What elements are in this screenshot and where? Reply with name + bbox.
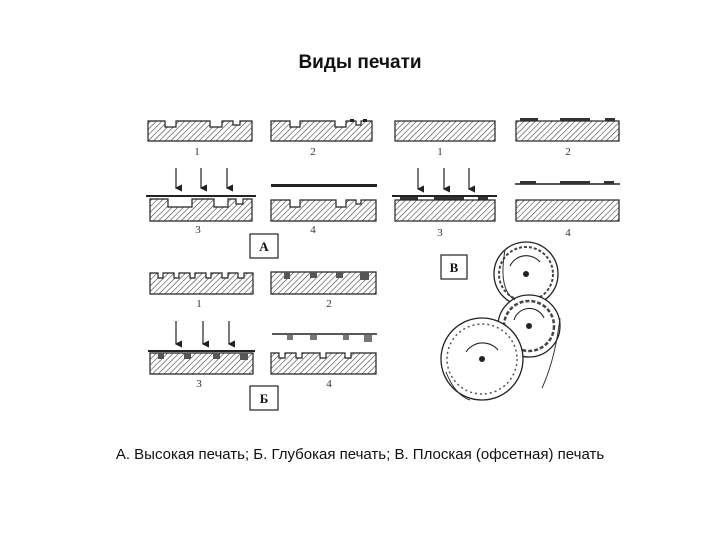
step-number: 3 bbox=[437, 227, 443, 239]
offset-press-diagram bbox=[440, 241, 561, 401]
panel-b-label-box bbox=[249, 385, 279, 411]
a1-relief-plate bbox=[147, 120, 253, 142]
v2-ink-layer bbox=[520, 118, 538, 121]
b4-ink-print bbox=[310, 335, 317, 340]
b2-ink-cell bbox=[284, 272, 290, 279]
panel-b: 1 2 3 4 Б bbox=[148, 271, 377, 411]
slide-title: Виды печати bbox=[298, 52, 422, 73]
a4-printed-sheet bbox=[271, 184, 377, 187]
v1-flat-plate bbox=[394, 120, 496, 142]
v4-ink-print bbox=[560, 181, 590, 184]
b4-intaglio-plate bbox=[270, 352, 377, 375]
figure-caption: А. Высокая печать; Б. Глубокая печать; В… bbox=[115, 446, 605, 463]
paper-path bbox=[445, 371, 471, 401]
b3-ink-cell bbox=[213, 353, 220, 359]
a2-ink-dot bbox=[350, 119, 354, 122]
v3-ink-layer bbox=[434, 197, 464, 200]
paper-path bbox=[541, 317, 561, 389]
v3-flat-plate bbox=[394, 199, 496, 222]
a4-relief-plate bbox=[270, 199, 377, 222]
b4-ink-print bbox=[287, 335, 293, 340]
panel-b-label: Б bbox=[260, 391, 269, 406]
b4-ink-print bbox=[343, 335, 349, 340]
v3-ink-layer bbox=[478, 197, 488, 200]
step-number: 2 bbox=[310, 146, 316, 158]
b3-ink-cell bbox=[158, 353, 164, 359]
v4-ink-print bbox=[520, 181, 536, 184]
v2-ink-layer bbox=[605, 118, 615, 121]
impression-cylinder-packing bbox=[446, 323, 518, 395]
panel-v: 1 2 3 4 В bbox=[392, 118, 620, 401]
v2-flat-plate bbox=[515, 120, 620, 142]
plate-cylinder-hub bbox=[523, 271, 529, 277]
a2-relief-plate bbox=[270, 120, 373, 142]
v4-flat-plate bbox=[515, 199, 620, 222]
b2-ink-cell bbox=[310, 272, 317, 278]
rotation-arrow bbox=[509, 255, 541, 267]
panel-v-label: В bbox=[450, 260, 459, 275]
step-number: 4 bbox=[565, 227, 571, 239]
v4-ink-print bbox=[604, 181, 614, 184]
panel-a: 1 2 3 4 А bbox=[146, 119, 377, 259]
b3-intaglio-plate bbox=[149, 352, 254, 375]
v3-ink-layer bbox=[400, 197, 418, 200]
step-number: 2 bbox=[326, 298, 332, 310]
step-number: 4 bbox=[326, 378, 332, 390]
blanket-cylinder-hub bbox=[526, 323, 532, 329]
step-number: 3 bbox=[196, 378, 202, 390]
b4-ink-print bbox=[364, 335, 372, 342]
b2-intaglio-plate bbox=[270, 271, 377, 295]
a3-relief-plate bbox=[149, 198, 253, 222]
panel-a-label: А bbox=[259, 239, 269, 254]
b3-ink-cell bbox=[240, 353, 248, 360]
panel-a-label-box bbox=[249, 233, 279, 259]
step-number: 2 bbox=[565, 146, 571, 158]
b1-intaglio-plate bbox=[149, 272, 254, 295]
impression-cylinder-hub bbox=[479, 356, 485, 362]
v2-ink-layer bbox=[560, 118, 590, 121]
step-number: 1 bbox=[196, 298, 202, 310]
a2-ink-dot bbox=[363, 119, 367, 122]
b2-ink-cell bbox=[336, 272, 343, 278]
step-number: 4 bbox=[310, 224, 316, 236]
step-number: 3 bbox=[195, 224, 201, 236]
b3-ink-cell bbox=[184, 353, 191, 359]
step-number: 1 bbox=[194, 146, 200, 158]
rotation-arrow bbox=[513, 307, 545, 321]
rotation-arrow bbox=[465, 342, 499, 353]
paper-path bbox=[502, 249, 516, 301]
step-number: 1 bbox=[437, 146, 443, 158]
panel-v-label-box bbox=[440, 254, 468, 280]
b2-ink-cell bbox=[360, 272, 369, 280]
